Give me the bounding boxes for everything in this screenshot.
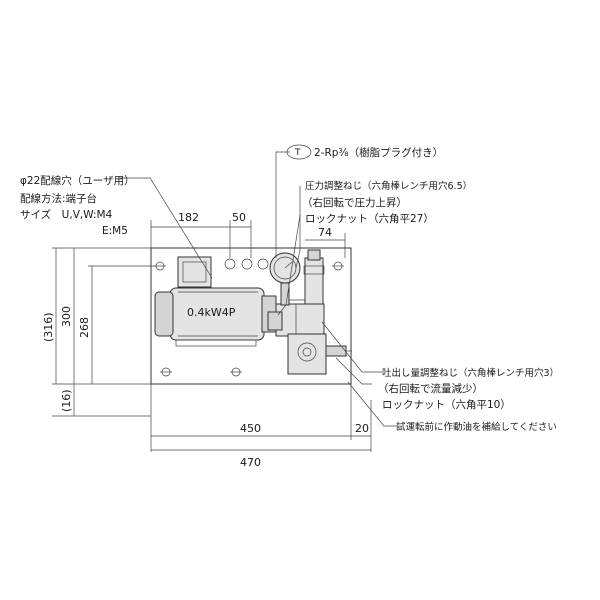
leader-wiring-hole — [120, 177, 213, 279]
valve-port-icon — [297, 342, 317, 362]
wiring-method-label: 配線方法:端子台 — [20, 192, 97, 205]
wiring-hole-label: φ22配線穴（ユーザ用） — [20, 174, 135, 187]
pressure-rotate-label: （右回転で圧力上昇） — [302, 196, 407, 209]
dim-182: 182 — [178, 211, 199, 224]
dim-74: 74 — [318, 226, 332, 239]
wiring-hole-icon — [224, 258, 236, 270]
dim-50: 50 — [232, 211, 246, 224]
valve-port-inner-icon — [302, 347, 312, 357]
pressure-adjust-screw — [307, 249, 321, 261]
pressure-locknut — [303, 265, 325, 275]
pipe — [289, 299, 305, 334]
pressure-screw-label: 圧力調整ねじ（六角棒レンチ用穴6.5） — [305, 180, 472, 192]
plug-circle-icon: T — [286, 144, 312, 160]
mounting-bolt-icon — [332, 261, 344, 271]
motor-end-cap — [154, 291, 174, 337]
mounting-bolt-icon — [160, 367, 172, 377]
dim-450: 450 — [240, 422, 261, 435]
motor-label: 0.4kW4P — [187, 306, 236, 319]
oil-note: 試運転前に作動油を補給してください — [396, 421, 557, 433]
leader-oil-note — [347, 381, 398, 427]
leader-discharge-screw — [321, 321, 382, 373]
dim-300: 300 — [60, 306, 73, 327]
mounting-bolt-icon — [230, 367, 242, 377]
dim-316: (316) — [42, 312, 55, 342]
leader-plug — [275, 151, 290, 258]
dim-470: 470 — [240, 456, 261, 469]
size-e-label: E:M5 — [102, 225, 128, 237]
discharge-adjust-screw — [325, 345, 347, 357]
discharge-rotate-label: （右回転で流量減少） — [378, 382, 483, 395]
valve-body — [287, 333, 327, 375]
mounting-bolt-icon — [154, 261, 166, 271]
leader-pressure-screw — [295, 186, 301, 269]
pressure-gauge-needle — [284, 261, 293, 269]
dim-16: (16) — [60, 389, 73, 412]
motor-foot — [175, 339, 257, 347]
pressure-locknut-label: ロックナット（六角平27） — [305, 213, 434, 225]
discharge-screw-label: 吐出し量調整ねじ（六角棒レンチ用穴3） — [382, 367, 559, 379]
plug-port-icon — [241, 258, 253, 270]
relief-valve — [304, 257, 324, 305]
coupling — [267, 311, 283, 331]
gauge-stem — [280, 282, 290, 306]
discharge-locknut-label: ロックナット（六角平10） — [382, 399, 511, 411]
plug-circle-label: T — [294, 148, 301, 158]
terminal-box-cover — [182, 261, 207, 283]
dim-268: 268 — [78, 317, 91, 338]
dim-20: 20 — [355, 422, 369, 435]
leader-locknut-27 — [277, 214, 301, 316]
plug-port-icon — [257, 258, 269, 270]
leader-discharge-locknut — [335, 357, 372, 385]
plug-label: 2-Rp⅜（樹脂プラグ付き） — [314, 146, 443, 159]
size-label: サイズ U,V,W:M4 — [20, 208, 113, 221]
